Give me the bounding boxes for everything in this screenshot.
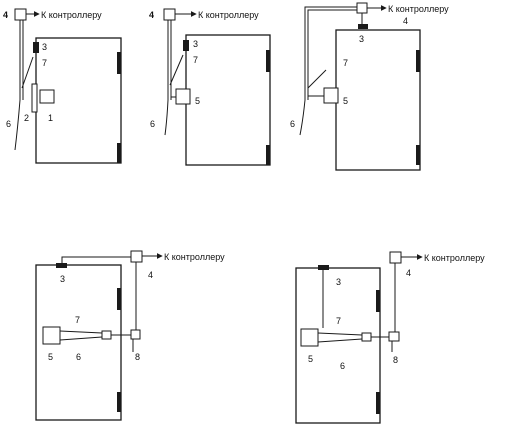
label-7: 7 — [193, 55, 198, 65]
junction-box-4 — [356, 2, 368, 14]
hinge-upper — [266, 50, 270, 72]
hinge-lower — [117, 143, 121, 163]
cable-7 — [307, 69, 327, 89]
label-4: 4 — [406, 268, 411, 278]
controller-label: К контроллеру — [198, 10, 259, 20]
cable-7 — [21, 56, 34, 89]
cable-7 — [169, 54, 184, 86]
label-2: 2 — [24, 113, 29, 123]
cable-top-run — [61, 256, 131, 263]
plate-2 — [31, 83, 38, 113]
module-5 — [175, 88, 191, 105]
door-outline — [295, 267, 381, 424]
junction-block — [361, 332, 372, 342]
label-6: 6 — [290, 119, 295, 129]
junction-box-4 — [130, 250, 143, 263]
controller-label: К контроллеру — [388, 4, 449, 14]
cable-lead-6 — [299, 99, 306, 136]
module-5 — [42, 326, 61, 345]
connector-8 — [130, 329, 141, 340]
label-4: 4 — [148, 270, 153, 280]
door-outline — [335, 29, 421, 171]
connector-8 — [388, 331, 400, 342]
label-3: 3 — [336, 277, 341, 287]
controller-label: К контроллеру — [41, 10, 102, 20]
sensor-3 — [318, 265, 329, 270]
hinge-upper — [376, 290, 380, 312]
door-variant-5: К контроллеру 4 3 7 5 6 8 — [295, 251, 485, 424]
label-3: 3 — [42, 42, 47, 52]
cable-top-run — [304, 6, 357, 100]
label-5: 5 — [308, 354, 313, 364]
cable-to-sensor — [19, 20, 24, 100]
module-5 — [323, 87, 339, 104]
label-6: 6 — [76, 352, 81, 362]
label-5: 5 — [195, 96, 200, 106]
module-5 — [300, 328, 319, 347]
label-7: 7 — [343, 58, 348, 68]
cable-7 — [59, 330, 103, 341]
junction-box-4 — [163, 8, 176, 21]
label-7: 7 — [42, 58, 47, 68]
door-variant-3: К контроллеру 4 3 7 5 6 — [290, 2, 449, 171]
door-variant-4: К контроллеру 4 3 7 5 6 8 — [35, 250, 225, 421]
cable-to-sensor — [167, 20, 172, 100]
door-variant-2: К контроллеру 4 3 7 5 6 — [149, 8, 271, 166]
junction-block — [101, 330, 112, 340]
hinge-upper — [117, 288, 121, 310]
label-7: 7 — [336, 316, 341, 326]
cable-7 — [317, 332, 363, 343]
door-variant-1: К контроллеру 4 3 7 2 1 6 — [3, 8, 122, 164]
hinge-lower — [376, 392, 380, 414]
label-7: 7 — [75, 315, 80, 325]
controller-label: К контроллеру — [424, 253, 485, 263]
label-6: 6 — [340, 361, 345, 371]
hinge-upper — [416, 50, 420, 72]
label-6: 6 — [150, 119, 155, 129]
hinge-lower — [117, 392, 121, 412]
hinge-lower — [266, 145, 270, 165]
label-6: 6 — [6, 119, 11, 129]
hinge-upper — [117, 52, 121, 74]
door-outline — [35, 264, 122, 421]
label-4: 4 — [3, 10, 8, 20]
label-4: 4 — [403, 16, 408, 26]
junction-box-4 — [389, 251, 402, 264]
sensor-3 — [56, 263, 67, 268]
sensor-3 — [358, 24, 368, 29]
label-1: 1 — [48, 113, 53, 123]
sensor-3 — [33, 42, 39, 53]
label-5: 5 — [343, 96, 348, 106]
label-8: 8 — [135, 352, 140, 362]
junction-box-4 — [14, 8, 27, 21]
label-3: 3 — [193, 39, 198, 49]
controller-label: К контроллеру — [164, 252, 225, 262]
label-3: 3 — [359, 34, 364, 44]
label-8: 8 — [393, 355, 398, 365]
label-5: 5 — [48, 352, 53, 362]
label-4: 4 — [149, 10, 154, 20]
cable-lead-6 — [164, 99, 169, 136]
cable-lead-6 — [14, 99, 21, 151]
sensor-3 — [183, 40, 189, 51]
label-3: 3 — [60, 274, 65, 284]
hinge-lower — [416, 145, 420, 165]
module-1 — [39, 89, 55, 104]
